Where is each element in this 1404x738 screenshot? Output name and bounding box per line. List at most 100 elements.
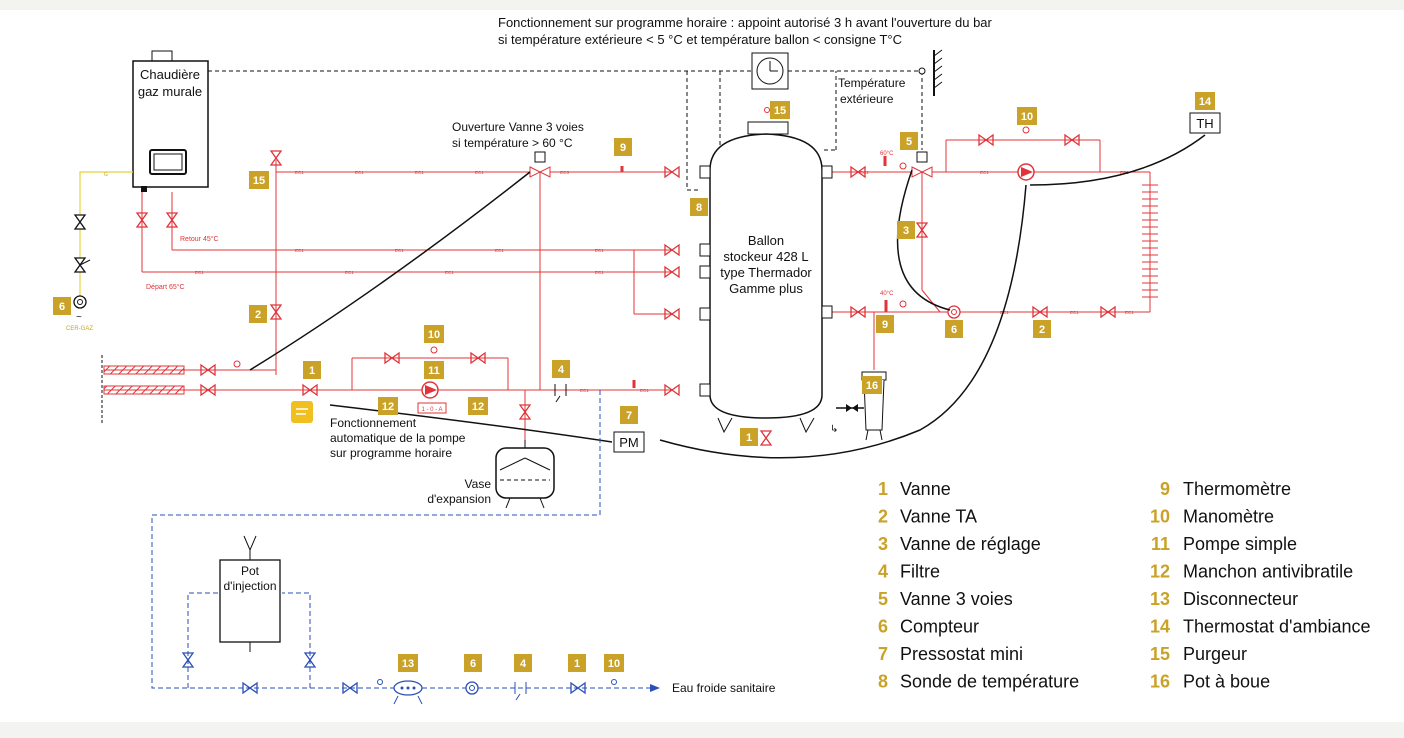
comment-icon[interactable] [291, 401, 313, 423]
badge-6a: 6 [59, 301, 65, 313]
legend-number: 9 [1160, 479, 1170, 499]
storage-tank: Ballon stockeur 428 L type Thermador Gam… [699, 121, 833, 434]
outdoor-label-1: Température [838, 76, 906, 90]
valve3-note-2: si température > 60 °C [452, 136, 573, 150]
badge-16: 16 [866, 380, 878, 392]
three-way-valve-right [911, 151, 933, 178]
legend-label: Pot à boue [1183, 672, 1270, 692]
outdoor-label-2: extérieure [840, 92, 894, 106]
svg-text:EC1: EC1 [355, 170, 364, 175]
gas-valve [73, 214, 87, 230]
three-way-valve-left [529, 151, 551, 178]
cold-arrow [650, 684, 660, 692]
pump-note-2: automatique de la pompe [330, 431, 466, 445]
legend-label: Pompe simple [1183, 534, 1297, 554]
svg-text:↳: ↳ [830, 424, 838, 435]
thermostat-wire [249, 134, 1206, 459]
legend-number: 14 [1150, 617, 1170, 637]
depart-label: Départ 65°C [146, 283, 185, 291]
badge-7: 7 [626, 410, 632, 422]
pot-label-1: Pot [241, 564, 260, 578]
svg-text:G: G [104, 172, 108, 178]
pump-tag: 1 - 0 - A [421, 407, 442, 413]
svg-text:EC1: EC1 [445, 270, 454, 275]
legend-label: Purgeur [1183, 644, 1247, 664]
meter-icon-hot [947, 305, 961, 319]
svg-text:EC1: EC1 [295, 170, 304, 175]
legend-number: 4 [878, 562, 888, 582]
legend-label: Sonde de température [900, 672, 1079, 692]
svg-text:EC1: EC1 [395, 248, 404, 253]
legend-number: 13 [1150, 589, 1170, 609]
badge-8: 8 [696, 202, 702, 214]
tank-label-1: Ballon [748, 233, 784, 248]
cold-water-label: Eau froide sanitaire [672, 681, 776, 695]
badge-6c: 6 [470, 658, 476, 670]
svg-text:EC1: EC1 [1000, 310, 1009, 315]
svg-text:EC1: EC1 [640, 388, 649, 393]
tank-label-3: type Thermador [720, 265, 812, 280]
badge-5: 5 [906, 136, 912, 148]
svg-text:EC1: EC1 [595, 248, 604, 253]
legend-number: 12 [1150, 562, 1170, 582]
meter-icon-cold [465, 681, 479, 695]
injection-pot: Pot d'injection [219, 535, 281, 652]
badge-10b: 10 [1021, 111, 1033, 123]
tank-label-2: stockeur 428 L [723, 249, 808, 264]
th-label: TH [1196, 116, 1213, 131]
badge-1b: 1 [746, 432, 752, 444]
valve3-note-1: Ouverture Vanne 3 voies [452, 120, 584, 134]
legend-label: Vanne de réglage [900, 534, 1041, 554]
svg-text:EC1: EC1 [195, 270, 204, 275]
badge-6b: 6 [951, 324, 957, 336]
retour-label: Retour 45°C [180, 235, 219, 243]
gas-cock [73, 257, 91, 273]
svg-text:EC1: EC1 [580, 388, 589, 393]
svg-text:EC1: EC1 [345, 270, 354, 275]
svg-text:~: ~ [76, 312, 82, 323]
svg-text:ECS: ECS [560, 170, 569, 175]
legend-number: 10 [1150, 507, 1170, 527]
badge-2b: 2 [1039, 324, 1045, 336]
temp-40: 40°C [880, 291, 894, 297]
badge-2a: 2 [255, 309, 261, 321]
badge-12b: 12 [472, 401, 484, 413]
svg-text:EC1: EC1 [295, 248, 304, 253]
thermostat-box: TH [1189, 112, 1221, 134]
badge-1c: 1 [574, 658, 580, 670]
boiler-label-1: Chaudière [140, 67, 200, 82]
badge-9b: 9 [882, 319, 888, 331]
svg-text:EC1: EC1 [595, 270, 604, 275]
badge-10c: 10 [608, 658, 620, 670]
cold-water-pipes [151, 390, 650, 689]
gauges [233, 107, 1030, 388]
pm-label: PM [619, 435, 639, 450]
legend-number: 11 [1151, 534, 1170, 554]
legend-number: 7 [878, 644, 888, 664]
badge-13: 13 [402, 658, 414, 670]
legend-label: Vanne 3 voies [900, 589, 1013, 609]
gas-meter: ~ CER-GAZ [66, 295, 93, 332]
legend-label: Pressostat mini [900, 644, 1023, 664]
header-line-2: si température extérieure < 5 °C et temp… [498, 32, 902, 47]
legend-number: 6 [878, 617, 888, 637]
badge-4b: 4 [520, 658, 527, 670]
pressure-switch: PM [613, 431, 645, 453]
badge-10a: 10 [428, 329, 440, 341]
svg-text:EC1: EC1 [415, 170, 424, 175]
badge-15a: 15 [253, 175, 265, 187]
cergaz-label: CER-GAZ [66, 326, 93, 332]
legend-number: 16 [1150, 672, 1170, 692]
control-wiring [208, 70, 923, 191]
boiler-label-2: gaz murale [138, 84, 202, 99]
svg-text:EC1: EC1 [475, 170, 484, 175]
tank-label-4: Gamme plus [729, 281, 803, 296]
manometer-cold [611, 679, 617, 685]
pump-note: Fonctionnement automatique de la pompe s… [330, 416, 466, 460]
legend-label: Thermomètre [1183, 479, 1291, 499]
legend-number: 15 [1150, 644, 1170, 664]
hot-water-pipes [104, 139, 1151, 440]
badge-14: 14 [1199, 96, 1212, 108]
